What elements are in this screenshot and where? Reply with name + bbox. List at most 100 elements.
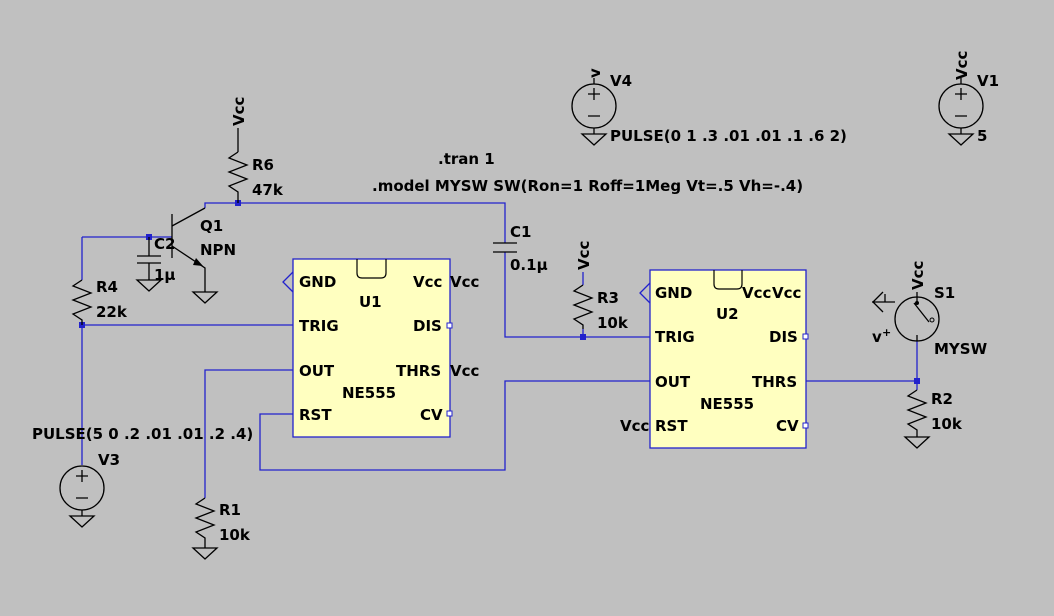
v4-node-label: v xyxy=(586,68,604,78)
r1-value: 10k xyxy=(219,526,251,544)
ic-u1-notch xyxy=(356,259,387,279)
c2-plates xyxy=(137,237,161,280)
u2-pin-cv: CV xyxy=(776,417,799,435)
c2-value: 1µ xyxy=(154,266,175,284)
s1-name: S1 xyxy=(934,284,955,302)
resistor-r4[interactable]: R4 22k xyxy=(71,278,128,325)
s1-ground-icon xyxy=(872,291,895,313)
s1-ground-stub xyxy=(872,294,886,303)
r2-name: R2 xyxy=(931,390,953,408)
resistor-r2[interactable]: R2 10k xyxy=(903,389,963,449)
u1-cv-terminal xyxy=(446,410,453,417)
u1-model: NE555 xyxy=(342,384,396,402)
u2-pin-gnd: GND xyxy=(655,284,692,302)
ic-u1[interactable]: GND Vcc Vcc U1 TRIG DIS OUT THRS Vcc NE5… xyxy=(282,258,479,438)
r6-value: 47k xyxy=(252,181,284,199)
ic-u1-gnd-marker xyxy=(282,271,294,293)
capacitor-c1[interactable]: C1 0.1µ xyxy=(493,223,548,274)
q1-value: NPN xyxy=(200,241,236,259)
v3-polarity xyxy=(76,470,88,499)
r3-zigzag xyxy=(572,284,594,329)
v1-name: V1 xyxy=(977,72,999,90)
r4-zigzag xyxy=(71,279,93,325)
c2-name: C2 xyxy=(154,235,175,253)
wire-u1out-r1 xyxy=(204,369,293,498)
r6-name: R6 xyxy=(252,156,274,174)
resistor-r3[interactable]: Vcc R3 10k xyxy=(572,241,629,332)
s1-vcc-label: Vcc xyxy=(909,261,927,290)
u2-refdes: U2 xyxy=(716,305,739,323)
v1-vcc-label: Vcc xyxy=(953,51,971,80)
transistor-q1[interactable]: Q1 NPN xyxy=(171,207,236,304)
s1-value: MYSW xyxy=(934,340,988,358)
wire-r6-c1 xyxy=(238,202,506,243)
v4-value: PULSE(0 1 .3 .01 .01 .1 .6 2) xyxy=(610,127,847,145)
u1-pin-dis: DIS xyxy=(413,317,442,335)
u2-pin-vcc: Vcc xyxy=(742,284,771,302)
source-v4[interactable]: v V4 PULSE(0 1 .3 .01 .01 .1 .6 2) xyxy=(571,68,847,146)
u1-pin-trig: TRIG xyxy=(299,317,339,335)
u1-pin-gnd: GND xyxy=(299,273,336,291)
q1-ground-icon xyxy=(191,291,219,304)
r3-vcc-label: Vcc xyxy=(575,241,593,270)
junction-r3 xyxy=(580,334,586,340)
v3-ground-icon xyxy=(68,510,96,528)
capacitor-c2[interactable]: C2 1µ xyxy=(135,235,175,292)
u1-net-vcc-1: Vcc xyxy=(450,273,479,291)
s1-control-minus: v xyxy=(872,328,882,346)
r6-zigzag xyxy=(227,151,249,203)
v1-polarity xyxy=(955,78,967,117)
ic-u2-body[interactable] xyxy=(649,269,807,449)
v1-ground-icon xyxy=(947,128,975,146)
resistor-r1[interactable]: R1 10k xyxy=(191,497,251,560)
source-v3[interactable]: PULSE(5 0 .2 .01 .01 .2 .4) V3 xyxy=(32,425,253,528)
r1-zigzag xyxy=(194,497,216,548)
s1-contact-dot-1 xyxy=(915,301,919,305)
u2-pin-dis: DIS xyxy=(769,328,798,346)
r6-vcc-label: Vcc xyxy=(230,97,248,126)
u1-net-vcc-2: Vcc xyxy=(450,362,479,380)
source-v1[interactable]: Vcc V1 5 xyxy=(938,51,999,146)
v4-ground-icon xyxy=(580,128,608,146)
r4-value: 22k xyxy=(96,303,128,321)
r3-name: R3 xyxy=(597,289,619,307)
q1-collector xyxy=(171,207,206,227)
directive-model[interactable]: .model MYSW SW(Ron=1 Roff=1Meg Vt=.5 Vh=… xyxy=(372,177,803,195)
v3-name: V3 xyxy=(98,451,120,469)
ic-u1-body[interactable] xyxy=(292,258,451,438)
ic-u2-gnd-marker xyxy=(639,282,651,304)
u2-model: NE555 xyxy=(700,395,754,413)
resistor-r6[interactable]: Vcc R6 47k xyxy=(227,97,284,203)
c2-ground-icon xyxy=(135,279,163,292)
c1-value: 0.1µ xyxy=(510,256,548,274)
r2-ground-icon xyxy=(903,436,931,449)
r1-name: R1 xyxy=(219,501,241,519)
switch-s1[interactable]: Vcc v + S1 MYSW xyxy=(872,261,988,358)
v4-name: V4 xyxy=(610,72,632,90)
u1-dis-terminal xyxy=(446,322,453,329)
u1-pin-thrs: THRS xyxy=(396,362,441,380)
r2-zigzag xyxy=(906,389,928,437)
u1-pin-rst: RST xyxy=(299,406,332,424)
r1-ground-icon xyxy=(191,547,219,560)
v3-value: PULSE(5 0 .2 .01 .01 .2 .4) xyxy=(32,425,253,443)
wire-c1-u2trig xyxy=(504,252,650,338)
c1-name: C1 xyxy=(510,223,531,241)
u2-cv-terminal xyxy=(802,422,809,429)
u1-refdes: U1 xyxy=(359,293,382,311)
q1-emitter xyxy=(171,245,206,292)
directive-tran[interactable]: .tran 1 xyxy=(438,150,495,168)
u2-pin-thrs: THRS xyxy=(752,373,797,391)
ic-u2[interactable]: GND Vcc Vcc U2 TRIG DIS OUT THRS NE555 V… xyxy=(620,269,809,449)
spice-directives[interactable]: .tran 1 .model MYSW SW(Ron=1 Roff=1Meg V… xyxy=(372,150,803,195)
q1-emitter-arrow xyxy=(193,258,203,266)
wire-u1rst-u2out xyxy=(259,380,650,471)
s1-control-plus: + xyxy=(882,326,891,339)
s1-contact-dot-2 xyxy=(929,317,935,323)
r2-value: 10k xyxy=(931,415,963,433)
u1-pin-out: OUT xyxy=(299,362,335,380)
u1-pin-cv: CV xyxy=(420,406,443,424)
u2-net-vcc-2: Vcc xyxy=(620,417,649,435)
u2-pin-trig: TRIG xyxy=(655,328,695,346)
c1-plates xyxy=(493,242,517,253)
